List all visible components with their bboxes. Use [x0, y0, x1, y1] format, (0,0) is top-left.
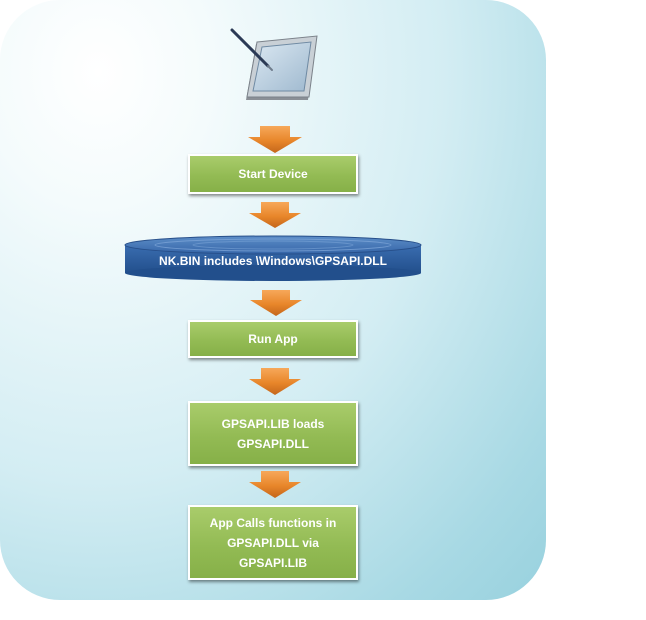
flow-arrow-4 [249, 368, 301, 395]
step-start-device: Start Device [188, 154, 358, 194]
step-lib-loads-line-1: GPSAPI.LIB loads [221, 416, 325, 431]
step-run-app-label: Run App [248, 332, 298, 346]
flow-arrow-1 [248, 126, 302, 153]
flow-arrow-3 [250, 290, 302, 316]
flow-arrow-5 [249, 471, 301, 498]
nkbin-disk [124, 235, 422, 281]
step-nkbin-label: NK.BIN includes \Windows\GPSAPI.DLL [159, 254, 387, 268]
step-run-app: Run App [188, 320, 358, 358]
tablet-pc-pen-icon [230, 28, 318, 100]
step-lib-loads: GPSAPI.LIB loads GPSAPI.DLL [188, 401, 358, 466]
step-lib-loads-line-2: GPSAPI.DLL [236, 436, 309, 451]
step-start-device-label: Start Device [238, 167, 308, 181]
step-app-calls-line-1: App Calls functions in [209, 515, 337, 530]
step-app-calls-line-3: GPSAPI.LIB [238, 555, 307, 570]
flow-arrow-2 [249, 202, 301, 228]
step-app-calls: App Calls functions in GPSAPI.DLL via GP… [188, 505, 358, 580]
step-app-calls-line-2: GPSAPI.DLL via [227, 535, 319, 550]
